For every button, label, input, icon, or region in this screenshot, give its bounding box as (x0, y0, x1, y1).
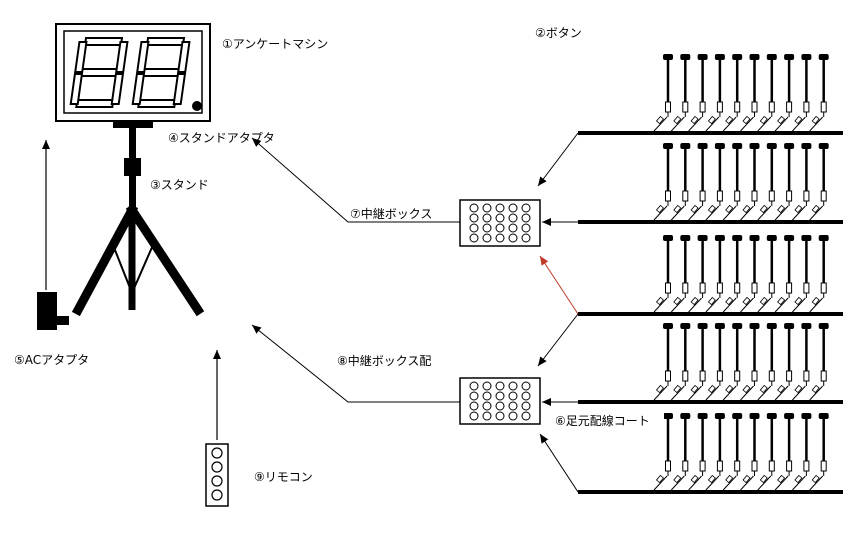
label-buttons: ②ボタン (535, 26, 582, 40)
cable-relay7-to-stand (251, 137, 460, 223)
label-foot-cord: ⑥足元配線コート (555, 413, 650, 428)
button (653, 143, 673, 221)
stand-adapter-plate (113, 121, 153, 128)
button-row-2 (578, 143, 843, 224)
button (670, 54, 691, 132)
button (809, 323, 829, 401)
row-cables (537, 132, 579, 493)
button (688, 413, 708, 491)
button-row-3 (578, 235, 843, 316)
button (757, 323, 777, 401)
ac-adapter (37, 140, 69, 330)
button (809, 54, 829, 132)
button (688, 323, 708, 401)
label-remote: ⑨リモコン (254, 470, 313, 484)
display-dot (192, 101, 202, 111)
button (774, 323, 795, 401)
button (670, 323, 691, 401)
button (705, 413, 725, 491)
button (740, 323, 760, 401)
button-row-4 (578, 323, 843, 404)
label-ac-adapter: ⑤ACアタプタ (14, 353, 89, 367)
button (809, 413, 829, 491)
button (740, 54, 760, 132)
button (705, 323, 725, 401)
button (688, 54, 708, 132)
button (792, 54, 812, 132)
button (757, 143, 777, 221)
button-rows (578, 54, 843, 494)
label-stand: ③スタンド (150, 178, 209, 192)
button-row-5 (578, 413, 843, 494)
label-stand-adapter: ④スタンドアタプタ (168, 131, 275, 145)
button (740, 235, 760, 313)
button (757, 54, 777, 132)
button (705, 54, 725, 132)
button (809, 143, 829, 221)
label-relay-box-7: ⑦中継ボックス (350, 206, 432, 221)
relay-box-7 (459, 199, 541, 247)
button (688, 235, 708, 313)
digit-1 (69, 37, 129, 108)
label-relay-box-8: ⑧中継ボックス配 (337, 353, 431, 368)
button (792, 323, 812, 401)
button (670, 235, 691, 313)
button (722, 235, 743, 313)
button-row-1 (578, 54, 843, 135)
button (757, 235, 777, 313)
button (792, 413, 812, 491)
cable-relay8-to-remote (251, 324, 460, 403)
button (670, 413, 691, 491)
button (670, 143, 691, 221)
label-survey-machine: ①アンケートマシン (222, 37, 328, 51)
button (653, 54, 673, 132)
button (705, 235, 725, 313)
remote-control (205, 350, 229, 507)
button (792, 235, 812, 313)
button (792, 143, 812, 221)
button (757, 413, 777, 491)
button (774, 143, 795, 221)
digit-2 (131, 37, 191, 108)
button (774, 413, 795, 491)
button (722, 413, 743, 491)
button (774, 235, 795, 313)
survey-machine (55, 23, 211, 122)
stand (71, 121, 205, 317)
button (688, 143, 708, 221)
button (740, 413, 760, 491)
button (740, 143, 760, 221)
button (722, 54, 743, 132)
button (653, 413, 673, 491)
seven-segment-display (69, 37, 191, 108)
button (705, 143, 725, 221)
stand-clamp (124, 158, 141, 176)
button (653, 235, 673, 313)
button (653, 323, 673, 401)
relay-box-8 (459, 377, 541, 425)
button (809, 235, 829, 313)
button (774, 54, 795, 132)
button (722, 143, 743, 221)
button (722, 323, 743, 401)
